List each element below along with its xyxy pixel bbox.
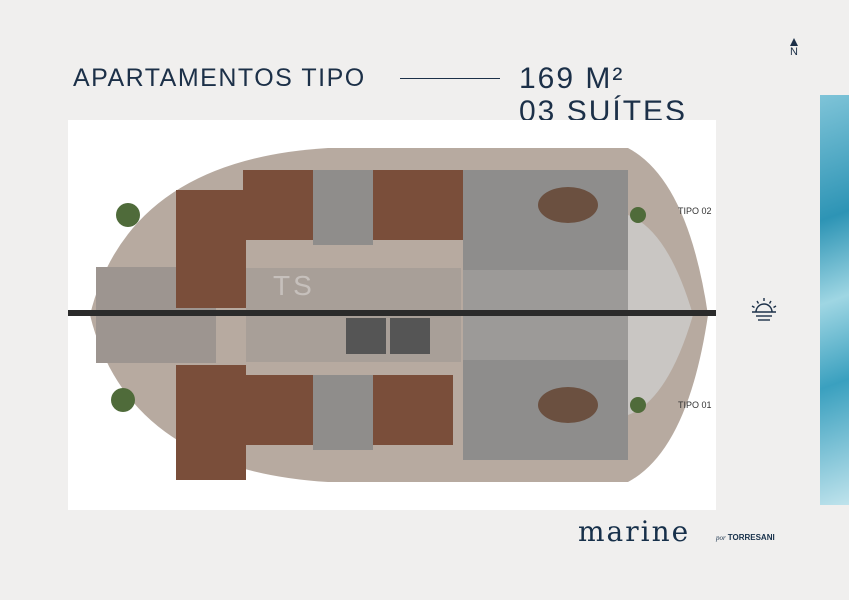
title-divider xyxy=(400,78,500,79)
north-compass: N xyxy=(786,38,802,58)
developer-name: TORRESANI xyxy=(727,533,775,542)
by-text: por xyxy=(716,534,726,542)
sunset-icon xyxy=(751,298,777,321)
tipo-02-label: TIPO 02 xyxy=(678,206,712,216)
tipo-01-label: TIPO 01 xyxy=(678,400,712,410)
watermark: TS xyxy=(273,270,315,301)
north-label: N xyxy=(790,46,798,58)
page-title: APARTAMENTOS TIPO xyxy=(73,64,366,92)
brand-logo: marine xyxy=(578,515,691,548)
north-arrow-icon xyxy=(790,38,798,46)
unit-area: 169 M² xyxy=(519,62,625,95)
unit-specs: 169 M² 03 SUÍTES xyxy=(519,62,687,128)
floor-plan-image: TIPO 02 TIPO 01 TS xyxy=(68,120,716,510)
sea-image xyxy=(820,95,849,505)
